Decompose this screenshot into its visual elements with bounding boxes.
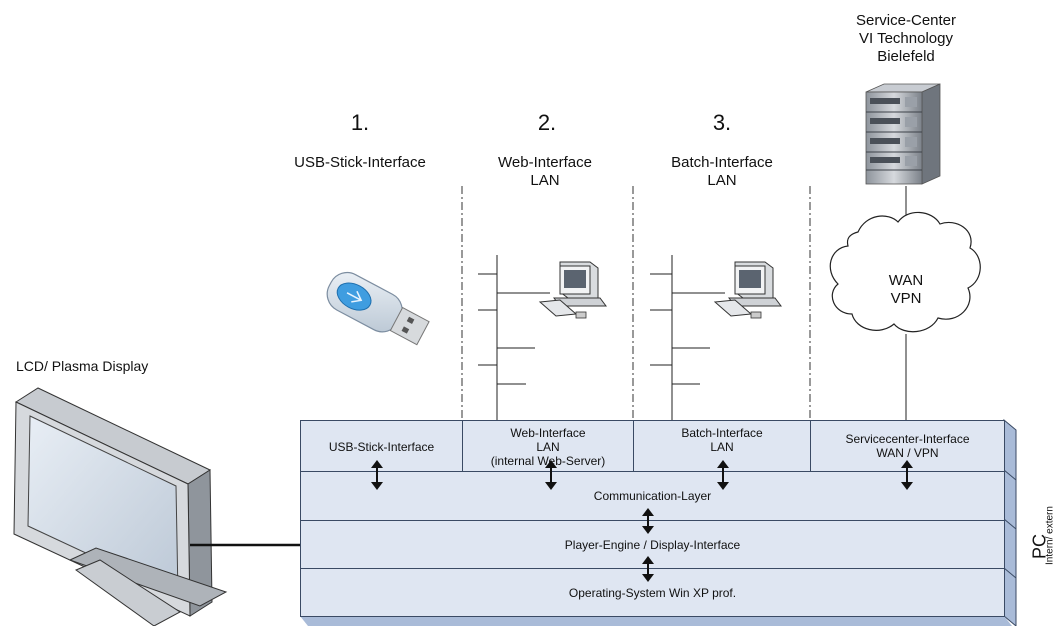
double-arrow-icon [717,460,729,490]
usb-stick-interface-text: USB-Stick-Interface [300,440,463,454]
service-center-label: Service-Center VI Technology Bielefeld [836,12,976,66]
service-center-line-1: Service-Center [855,12,957,29]
interface-title-2-line-2: LAN [530,172,560,189]
usb-cell-line-1: USB-Stick-Interface [328,440,435,454]
interface-title-3: Batch-Interface LAN [656,154,788,190]
web-cell-line-1: Web-Interface [510,426,586,440]
service-center-line-3: Bielefeld [877,48,935,65]
servicecenter-cell-line-1: Servicecenter-Interface [845,432,970,446]
player-engine-layer-text: Player-Engine / Display-Interface [564,538,741,552]
cloud-line-2: VPN [890,290,922,307]
servicecenter-cell-line-2: WAN / VPN [876,446,939,460]
batch-cell-line-1: Batch-Interface [681,426,763,440]
double-arrow-icon [545,460,557,490]
network-cloud-icon [829,211,981,333]
web-cell-line-2: LAN [536,440,560,454]
server-rack-icon [865,83,941,185]
interface-number-1: 1. [350,110,370,135]
interface-title-3-line-1: Batch-Interface [671,154,773,171]
batch-interface-text: Batch-Interface LAN [633,426,811,454]
double-arrow-icon [371,460,383,490]
lan-bus-batch [650,255,725,420]
web-cell-line-3: (internal Web-Server) [490,454,606,468]
interface-title-1-line: USB-Stick-Interface [294,154,426,171]
service-center-line-2: VI Technology [859,30,953,47]
desktop-computer-icon [538,261,607,319]
web-interface-text: Web-Interface LAN (internal Web-Server) [462,426,634,468]
lan-bus-web [478,255,550,420]
double-arrow-icon [642,556,654,582]
communication-layer-text: Communication-Layer [593,489,712,503]
pc-side-sub-label: Intern/ extern [1044,506,1056,565]
lcd-monitor-icon [13,387,228,626]
double-arrow-icon [642,508,654,534]
separator-lines [461,186,811,420]
cloud-label: WAN VPN [876,272,936,308]
interface-number-2: 2. [537,110,557,135]
operating-system-layer-text: Operating-System Win XP prof. [568,586,737,600]
batch-cell-line-2: LAN [710,440,734,454]
interface-title-3-line-2: LAN [707,172,737,189]
communication-layer [300,471,1005,521]
pc-stack-depth [300,418,1017,626]
usb-stick-icon [326,271,430,346]
double-arrow-icon [901,460,913,490]
interface-title-1: USB-Stick-Interface [280,154,440,172]
interface-title-2-line-1: Web-Interface [498,154,592,171]
interface-title-2: Web-Interface LAN [480,154,610,190]
interface-number-3: 3. [712,110,732,135]
desktop-computer-icon [713,261,782,319]
operating-system-layer [300,568,1005,617]
servicecenter-interface-text: Servicecenter-Interface WAN / VPN [810,432,1005,460]
player-engine-layer [300,520,1005,569]
cloud-line-1: WAN [888,272,924,289]
display-label: LCD/ Plasma Display [16,358,149,374]
